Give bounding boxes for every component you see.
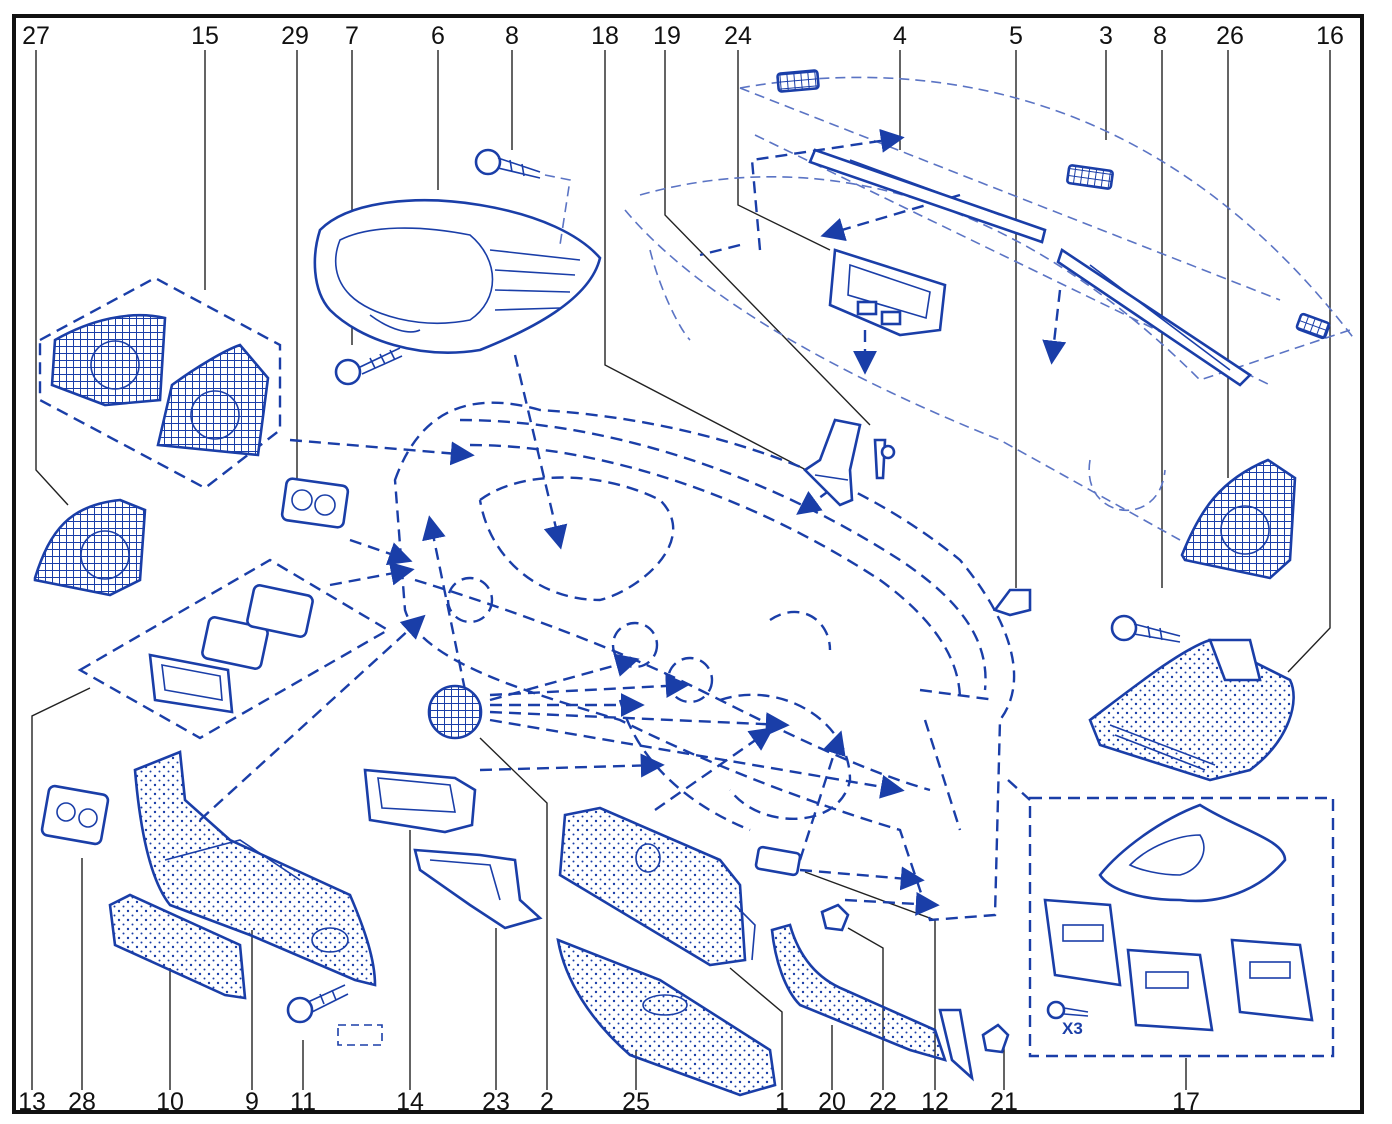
clip-5 [992,588,1032,617]
callout-10: 10 [156,1088,184,1116]
callout-20: 20 [818,1088,846,1116]
instrument-hood-6 [313,199,602,354]
callout-7: 7 [345,22,359,50]
screw-11 [286,984,383,1046]
glovebox-1 [558,806,756,967]
callout-5: 5 [1009,22,1023,50]
callout-15: 15 [191,22,219,50]
round-vent-2 [427,684,483,740]
callout-18: 18 [591,22,619,50]
central-vent-24 [828,248,947,337]
pocket-14 [363,768,477,834]
clip-21 [981,1023,1010,1054]
callout-13: 13 [18,1088,46,1116]
bracket-18-19 [802,418,896,507]
lower-panel-16 [1088,638,1295,782]
callout-12: 12 [921,1088,949,1116]
switch-28 [40,784,110,846]
callout-8-right: 8 [1153,22,1167,50]
lower-trim-9 [133,750,377,987]
callout-6: 6 [431,22,445,50]
callout-29: 29 [281,22,309,50]
diagram-frame [12,14,1364,1114]
callout-17: 17 [1172,1088,1200,1116]
callout-28: 28 [68,1088,96,1116]
speaker-grille-26 [1180,458,1297,580]
callout-21: 21 [990,1088,1018,1116]
vent-group-13 [77,558,391,740]
callout-26: 26 [1216,22,1244,50]
switch-29 [280,477,350,529]
defrost-strip-4 [808,148,1253,387]
callout-24: 24 [724,22,752,50]
callout-3: 3 [1099,22,1113,50]
callout-2: 2 [540,1088,554,1116]
callout-11: 11 [290,1088,316,1116]
callout-23: 23 [482,1088,510,1116]
dashboard-carrier-outline [393,401,1016,922]
vent-grille-3 [776,69,1331,340]
speaker-grille-27 [33,498,147,597]
quantity-note: X3 [1062,1019,1083,1038]
screw-8-right [1110,614,1181,643]
screw-7 [334,347,403,386]
holder-23 [413,848,543,930]
callout-8-left: 8 [505,22,519,50]
callout-19: 19 [653,22,681,50]
panel-10 [108,893,247,1000]
screw-8-top [474,148,571,246]
vent-group-17: X3 [1028,796,1335,1058]
switch-12 [754,845,802,877]
knee-trim-20 [770,923,974,1082]
callout-25: 25 [622,1088,650,1116]
callout-14: 14 [396,1088,424,1116]
callout-22: 22 [869,1088,897,1116]
callout-16: 16 [1316,22,1344,50]
clip-22 [820,903,850,932]
callout-9: 9 [245,1088,259,1116]
callout-1: 1 [775,1088,789,1116]
assembly-arrows [199,128,1067,916]
callout-27: 27 [22,22,50,50]
callout-4: 4 [893,22,907,50]
glovebox-lid-25 [556,937,777,1097]
speaker-grille-group-15 [38,276,282,490]
